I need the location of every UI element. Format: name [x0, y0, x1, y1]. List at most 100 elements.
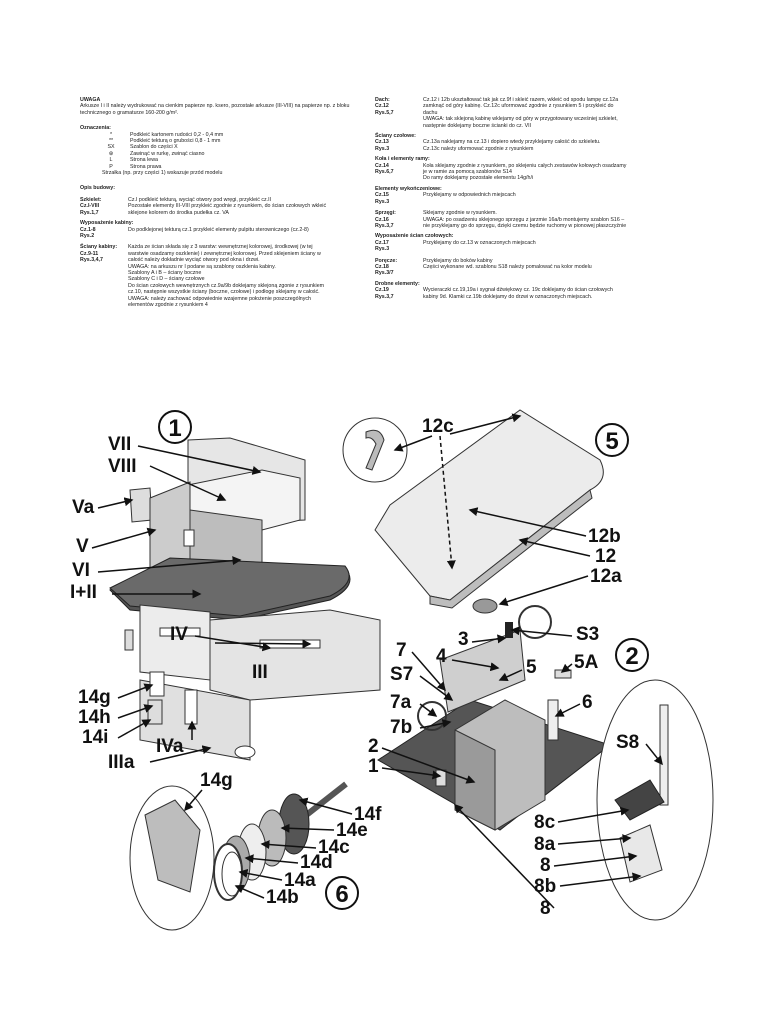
- label-8b: 8b: [534, 876, 556, 897]
- figure-1-number: 1: [168, 415, 181, 442]
- legend-text: Strona lewa: [130, 157, 158, 164]
- instruction-row: UWAGA: na arkuszu nr I podane są szablon…: [80, 264, 372, 270]
- instruction-text: Części wykonane wd. szablonu S18 należy …: [423, 263, 592, 270]
- instruction-key: Cz.9-11: [80, 250, 99, 257]
- desk-handwheel-top: [518, 605, 552, 639]
- instruction-row: UWAGA: tak sklejoną kabinę wklejamy od g…: [375, 116, 685, 122]
- left-instructions: UWAGA Arkusze I i II należy wydrukować n…: [80, 97, 372, 308]
- label-12c: 12c: [422, 416, 454, 437]
- instruction-text: Do podklejonej tekturą cz.1 przykleić el…: [128, 226, 309, 233]
- instruction-text: warstwie osadzamy oszklenie) i zewnętrzn…: [128, 250, 321, 257]
- instruction-key: Cz.12: [375, 103, 389, 110]
- frame-piece-14g: [124, 629, 134, 651]
- instruction-text: UWAGA: po osadzeniu sklejonego sprzęgu z…: [423, 216, 625, 223]
- instruction-key: Rys.1,7: [80, 209, 99, 216]
- label-v: V: [76, 536, 89, 557]
- figure-2-control-desk: 2 3 4 S3 7 S7 5 5A 7a 6 7b 2 1: [368, 605, 649, 831]
- instruction-text: elementów zgodnie z rysunkiem 4: [128, 301, 208, 308]
- section-title: Koła i elementy ramy:: [375, 156, 430, 163]
- figure-6-number: 6: [335, 881, 348, 908]
- instruction-row: Szablony C i D – ściany czołowe: [80, 276, 372, 282]
- instruction-key: Ściany kabiny:: [80, 244, 118, 251]
- section-title: Drobne elementy:: [375, 280, 420, 287]
- frame-piece-14h: [149, 671, 165, 697]
- label-14g-wheel: 14g: [200, 770, 233, 791]
- legend-symbol: **: [108, 138, 114, 145]
- instruction-row: cz.10, następnie wszystkie ściany (boczn…: [80, 289, 372, 295]
- instruction-row: UWAGA: należy zachować odpowiednie wzaje…: [80, 296, 372, 302]
- label-5: 5: [526, 657, 537, 678]
- instruction-text: Szablony A i B – ściany boczne: [128, 269, 202, 276]
- instruction-text: sklejone kolorem do środka pudełka cz. V…: [128, 209, 229, 216]
- legend-symbol: P: [109, 163, 113, 170]
- instruction-key: Rys.3,4,7: [80, 257, 103, 264]
- legend-symbol: ⊛: [108, 150, 114, 157]
- label-3: 3: [458, 629, 469, 650]
- instruction-key: Cz.14: [375, 162, 389, 169]
- label-4: 4: [436, 646, 447, 667]
- instruction-key: Sprzęgi:: [375, 210, 396, 217]
- legend-row: L Strona lewa: [92, 157, 372, 163]
- label-va: Va: [72, 497, 95, 518]
- legend-symbol: L: [109, 157, 113, 164]
- instruction-text: Wycieraczki cz.19,19a i sygnał dźwiękowy…: [423, 287, 613, 294]
- instruction-key: Szkielet:: [80, 196, 102, 203]
- instruction-key: Rys.3,7: [375, 293, 394, 300]
- label-vi: VI: [72, 560, 90, 581]
- instruction-text: Przyklejamy do boków kabiny: [423, 257, 493, 264]
- box-va-piece: [129, 487, 153, 523]
- desk-piece-2: [435, 769, 447, 787]
- legend-text: Strona prawa: [130, 163, 162, 170]
- roof-detail-12c: [365, 429, 385, 471]
- instruction-text: UWAGA: należy zachować odpowiednie wzaje…: [128, 295, 311, 302]
- right-sections: Dach:Cz.12 i 12b ukształtować tak jak cz…: [375, 97, 685, 300]
- uwaga-text: Arkusze I i II należy wydrukować na cien…: [80, 103, 350, 116]
- section-title: Wyposażenie kabiny:: [80, 220, 134, 227]
- label-8a: 8a: [534, 834, 556, 855]
- figure-6-number-circle: [325, 876, 359, 910]
- instruction-text: Każda ze ścian składa się z 3 warstw: we…: [128, 244, 313, 251]
- instruction-text: Cz.12 i 12b ukształtować tak jak cz.9f i…: [423, 97, 619, 103]
- instruction-text: cz.10, następnie wszystkie ściany (boczn…: [128, 289, 320, 296]
- instruction-key: Cz.1-8: [80, 226, 96, 233]
- instruction-row: Cz.19 Wycieraczki cz.19,19a i sygnał dźwi…: [375, 287, 685, 293]
- instruction-text: UWAGA: tak sklejoną kabinę wklejamy od g…: [423, 116, 618, 123]
- figure-1-skeleton: 1 VII VIII Va V VI I+II IV III 14g 14h: [70, 410, 381, 773]
- instruction-key: Cz.I-VIII: [80, 203, 100, 210]
- section-title: Ściany czołowe:: [375, 133, 416, 140]
- instruction-key: Rys.3: [375, 198, 390, 205]
- instruction-key: Rys.3,7: [375, 222, 394, 229]
- figure-5-number: 5: [605, 428, 618, 455]
- instruction-key: Rys.3/7: [375, 270, 394, 277]
- label-14c: 14c: [318, 837, 350, 858]
- instruction-key: Cz.19: [375, 287, 389, 294]
- label-14d: 14d: [300, 852, 333, 873]
- legend-row: P Strona prawa: [92, 164, 372, 170]
- label-12a: 12a: [590, 566, 622, 587]
- section-title: Wyposażenie ścian czołowych:: [375, 233, 454, 240]
- instruction-key: Rys.3: [375, 145, 390, 152]
- legend-text: Podkleić tekturą o grubości 0,8 - 1 mm: [130, 138, 221, 145]
- instruction-row: Do ścian czołowych wewnętrznych cz.9a/9b…: [80, 283, 372, 289]
- label-iiia: IIIa: [108, 752, 135, 773]
- legend-text: Zawinąć w rurkę, zwinąć ciasno: [130, 150, 205, 157]
- right-instructions: Dach:Cz.12 i 12b ukształtować tak jak cz…: [375, 97, 685, 300]
- instruction-text: zamknąć od góry kabinę. Cz.12c uformować…: [423, 103, 614, 110]
- instruction-key: Cz.15: [375, 192, 389, 199]
- figure-s8-detail: S8 8c 8a 8 8b 8: [453, 679, 714, 921]
- instruction-row: Do ramy doklejamy pozostałe elementu 14g…: [375, 175, 685, 181]
- label-14a: 14a: [284, 870, 316, 891]
- strzalka-note: Strzałka (np. przy części 1) wskazuje pr…: [102, 170, 223, 177]
- instruction-text: następnie doklejamy boczne ścianki do cz…: [423, 122, 532, 129]
- instruction-text: Sklejamy zgodnie w rysunkiem.: [423, 210, 497, 217]
- instruction-text: kabiny 9d. Klamki cz.19b doklejamy do dr…: [423, 293, 593, 300]
- instruction-row: Rys.3: [375, 246, 685, 252]
